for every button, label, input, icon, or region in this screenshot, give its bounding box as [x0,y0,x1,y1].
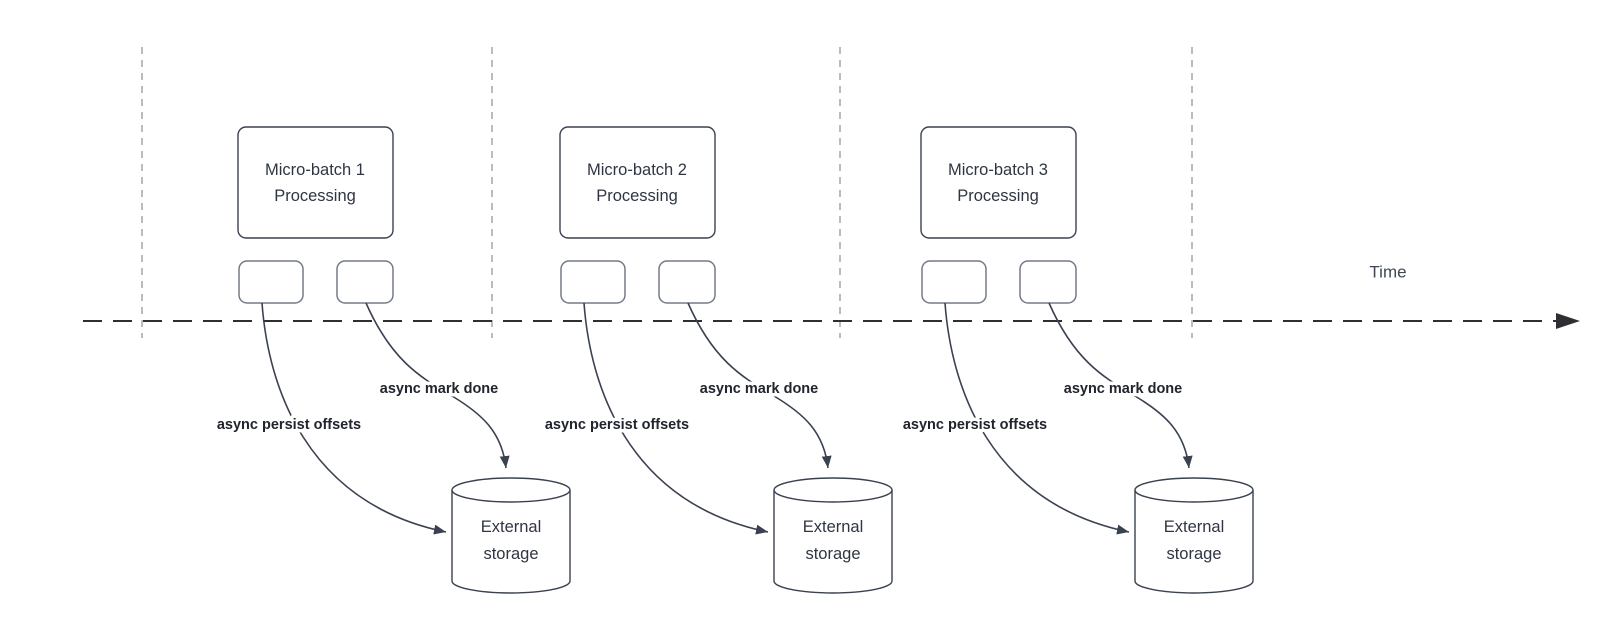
storage-cylinder-top [773,477,893,503]
micro-batch-group-2: Micro-batch 2 Processing async persist o… [541,126,893,594]
processing-box-title-line1: Micro-batch 3 [948,161,1048,179]
processing-box-title-line2: Processing [274,187,356,205]
storage-cylinder-top [1134,477,1254,503]
storage-label-line1: External [1164,518,1225,536]
storage-label-line1: External [803,518,864,536]
mark-done-arrow [1048,302,1193,469]
processing-box [237,126,394,239]
processing-box-title-line2: Processing [596,187,678,205]
processing-box-title-line1: Micro-batch 1 [265,161,365,179]
time-axis-label: Time [1369,263,1406,282]
storage-label-line2: storage [805,545,860,563]
mark-done-label: async mark done [700,381,818,397]
persist-offsets-source-box [921,260,987,304]
persist-offsets-source-box [560,260,626,304]
processing-box-title-line2: Processing [957,187,1039,205]
mark-done-label: async mark done [380,381,498,397]
storage-cylinder-body [773,490,893,594]
storage-cylinder-top [451,477,571,503]
persist-offsets-label: async persist offsets [217,417,361,433]
time-axis-arrowhead-icon [1556,313,1580,329]
storage-label-line2: storage [1166,545,1221,563]
persist-offsets-label: async persist offsets [903,417,1047,433]
processing-box-title-line1: Micro-batch 2 [587,161,687,179]
mark-done-arrow [365,302,510,469]
persist-offsets-arrow [944,302,1130,535]
mark-done-source-box [336,260,394,304]
processing-box [559,126,716,239]
storage-label-line1: External [481,518,542,536]
storage-cylinder-body [1134,490,1254,594]
storage-label-line2: storage [483,545,538,563]
mark-done-source-box [1019,260,1077,304]
mark-done-arrow [687,302,832,469]
mark-done-source-box [658,260,716,304]
mark-done-label: async mark done [1064,381,1182,397]
persist-offsets-arrow [261,302,447,535]
micro-batch-group-1: Micro-batch 1 Processing async persist o… [213,126,571,594]
persist-offsets-label: async persist offsets [545,417,689,433]
storage-cylinder-body [451,490,571,594]
processing-box [920,126,1077,239]
persist-offsets-source-box [238,260,304,304]
persist-offsets-arrow [583,302,769,535]
micro-batch-group-3: Micro-batch 3 Processing async persist o… [899,126,1254,594]
